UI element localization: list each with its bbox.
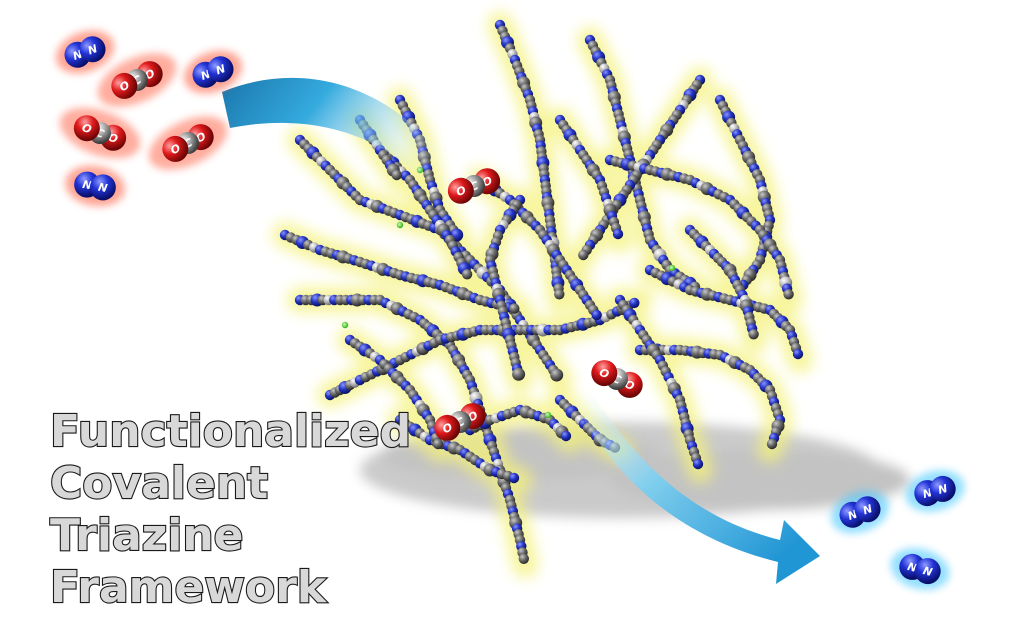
framework-strand <box>279 229 520 314</box>
framework-strand <box>344 334 444 450</box>
framework-atom <box>512 367 526 381</box>
framework-strand <box>578 74 706 261</box>
framework-atom <box>692 458 704 470</box>
title-line-4: Framework <box>50 562 328 613</box>
co2-molecule-icon: OCO <box>148 116 228 170</box>
framework-atom <box>629 297 640 309</box>
framework-strand <box>554 114 624 240</box>
svg-text:N: N <box>81 178 92 192</box>
svg-text:O: O <box>454 184 467 199</box>
framework-atom <box>560 430 572 442</box>
framework-atom <box>578 249 589 261</box>
framework-atom <box>509 303 520 314</box>
co2-molecule-icon: OCO <box>97 53 177 107</box>
incoming-arrow-icon <box>222 77 470 205</box>
svg-text:O: O <box>80 121 93 136</box>
framework-atom <box>550 368 564 382</box>
framework-atom <box>783 289 794 300</box>
framework-atom <box>432 438 444 450</box>
framework-strand <box>394 414 520 484</box>
svg-text:N: N <box>861 502 874 517</box>
svg-text:N: N <box>86 42 99 57</box>
framework-atom <box>748 329 759 340</box>
outgoing-arrow-icon <box>572 390 820 584</box>
framework-atom <box>508 472 520 484</box>
framework-atom <box>461 269 473 280</box>
title-line-3: Triazine <box>50 510 244 561</box>
svg-text:N: N <box>214 62 227 77</box>
framework-atom <box>391 169 402 181</box>
framework-strand <box>484 194 526 381</box>
co2-molecule-icon: OCO <box>447 168 501 204</box>
title-line-2: Covalent <box>50 458 268 509</box>
adsorption-site-icon <box>544 411 552 419</box>
framework-atom <box>792 348 804 360</box>
adsorption-site-icon <box>396 221 404 229</box>
co2-molecule-icon: OCO <box>59 107 141 159</box>
title-line-1: Functionalized <box>50 406 411 457</box>
framework-atom <box>612 228 624 240</box>
framework-title: ​ Functionalized Covalent Triazine Frame… <box>49 405 412 614</box>
svg-text:N: N <box>97 181 108 195</box>
framework-strand <box>604 154 794 300</box>
framework-atom <box>518 553 529 564</box>
co2-molecule-icon: OCO <box>591 360 643 398</box>
framework-atom <box>554 289 565 300</box>
framework-atom <box>591 309 602 321</box>
framework-atom <box>766 438 778 450</box>
framework-strand <box>684 224 759 340</box>
adsorption-site-icon <box>341 321 349 329</box>
svg-text:N: N <box>921 564 933 579</box>
svg-text:N: N <box>937 482 949 497</box>
co2-molecule-icon: OCO <box>434 403 486 441</box>
adsorption-site-icon <box>668 264 676 272</box>
framework-strand <box>614 294 704 470</box>
